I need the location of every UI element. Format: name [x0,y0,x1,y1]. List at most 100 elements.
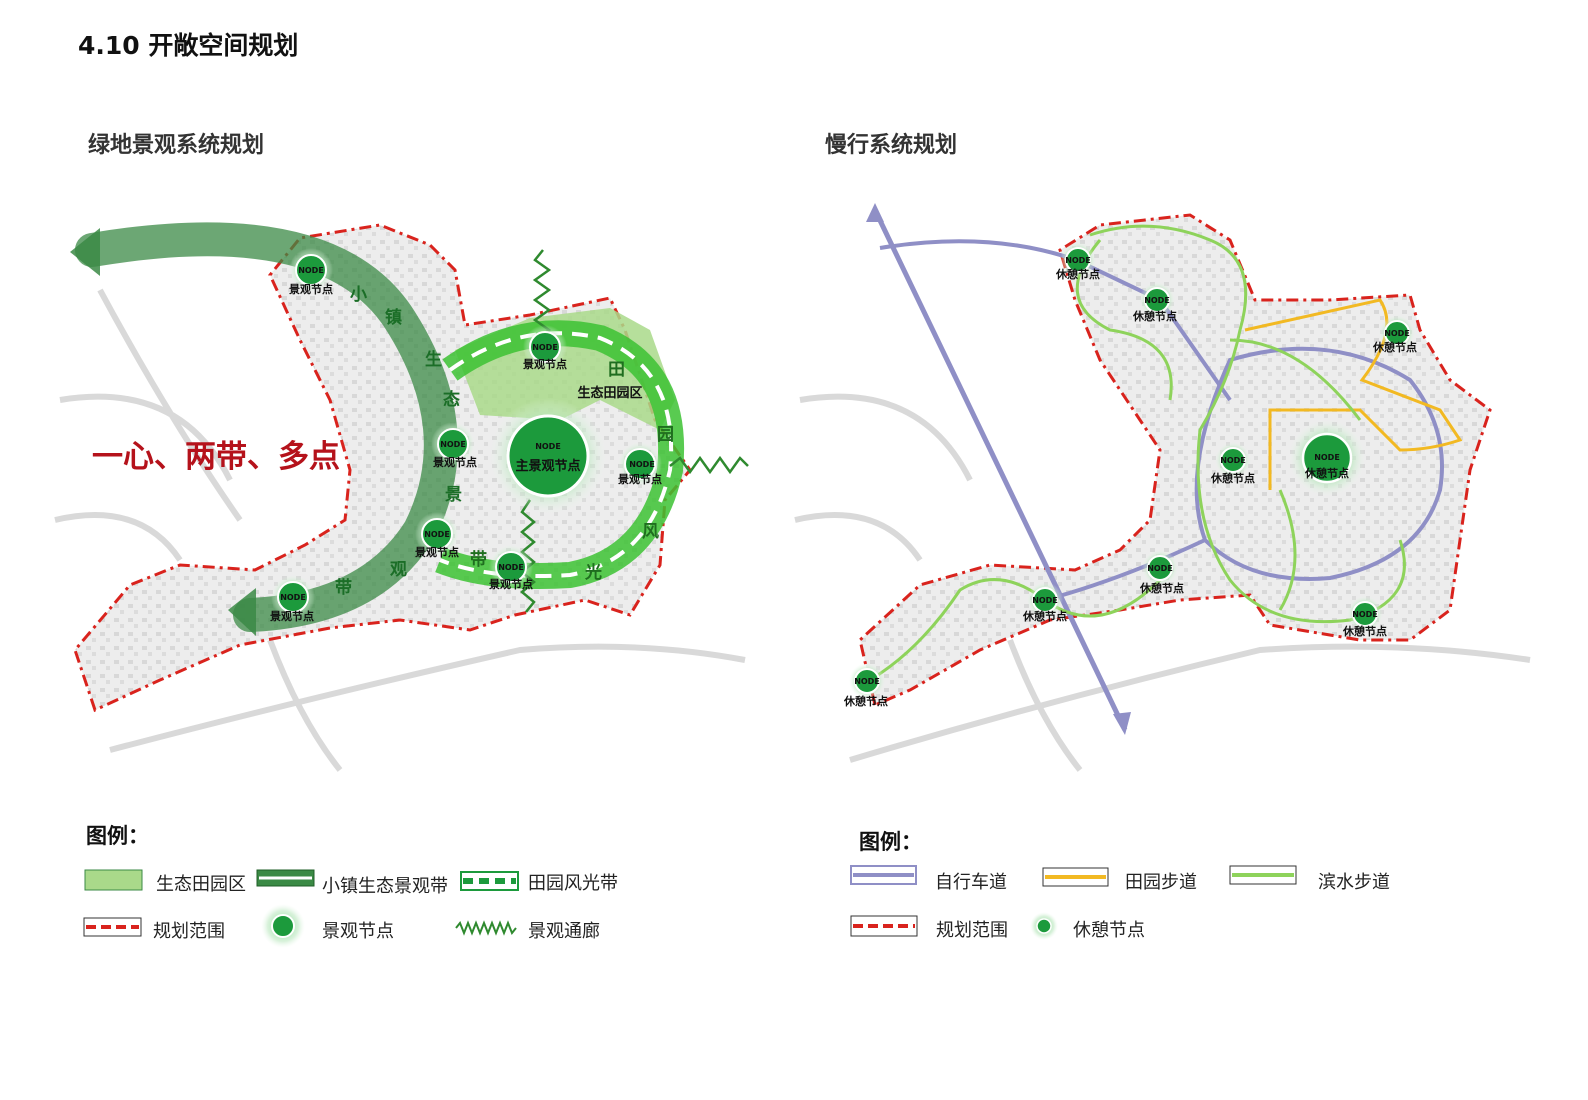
legend-swatch-boundary [83,917,142,937]
main-landscape-node[interactable]: NODE 主景观节点 [490,398,606,514]
belt1-char-6: 带 [335,577,352,598]
right-road-lines [794,393,1531,772]
legend-label-landscape-node: 景观节点 [322,921,394,942]
town-belt-arrow-bottom [228,588,256,636]
legend-label-boundary: 规划范围 [153,921,225,942]
node-text: NODE [1314,453,1340,462]
node-text: NODE [1065,256,1091,265]
node-text: NODE [1144,296,1170,305]
legend-swatch-landscape-node [261,904,305,948]
node-text: NODE [532,343,558,352]
node-label: 休憩节点 [1139,581,1184,595]
landscape-node-7[interactable]: NODE 景观节点 [269,575,315,623]
rest-node-main[interactable]: NODE 休憩节点 [1289,420,1365,496]
right-town-area [858,213,1492,708]
rest-node-1[interactable]: NODE 休憩节点 [1055,242,1100,281]
node-label: 景观节点 [432,455,477,469]
belt1-char-4: 景 [445,485,462,505]
node-text: NODE [1147,564,1173,573]
bike-arrow-top [866,203,884,222]
field-zone-label: 生态田园区 [577,385,642,401]
legend-label-rest-node: 休憩节点 [1073,920,1145,941]
rest-node-7[interactable]: NODE 休憩节点 [1342,596,1387,638]
right-legend-swatches [850,865,1297,940]
node-text: NODE [1220,456,1246,465]
left-road-lines [54,288,746,772]
node-text: NODE [498,563,524,572]
corridor-east [669,455,749,475]
node-label: 景观节点 [269,609,314,623]
belt2-char-4: 带 [470,549,487,570]
node-label: 景观节点 [414,545,459,559]
page-title: 4.10 开敞空间规划 [78,31,299,60]
left-map: NODE 主景观节点 生态田园区 小 镇 生 态 景 观 带 田 园 风 光 带… [54,222,749,772]
landscape-node-6[interactable]: NODE 景观节点 [488,545,533,591]
rest-node-2[interactable]: NODE 休憩节点 [1132,282,1177,323]
landscape-node-4[interactable]: NODE 景观节点 [617,442,662,486]
legend-label-corridor: 景观通廊 [528,921,600,942]
node-label: 休憩节点 [843,694,888,708]
rest-node-3[interactable]: NODE 休憩节点 [1372,315,1417,354]
node-label: 景观节点 [617,472,662,486]
node-text: NODE [854,677,880,686]
bike-lane-west [1044,538,1206,602]
node-text: NODE [424,530,450,539]
landscape-node-5[interactable]: NODE 景观节点 [414,512,459,559]
rest-node-5[interactable]: NODE 休憩节点 [1139,550,1184,595]
left-panel-title: 绿地景观系统规划 [88,133,265,158]
legend-swatch-corridor [455,920,517,936]
landscape-node-3[interactable]: NODE 景观节点 [431,422,477,469]
field-path [1244,298,1463,490]
legend-label-town-belt: 小镇生态景观带 [322,876,448,897]
right-map: NODE 休憩节点 NODE 休憩节点 NODE 休憩节点 NODE 休憩节点 … [794,203,1531,772]
rest-node-4[interactable]: NODE 休憩节点 [1210,442,1255,485]
right-legend-title: 图例： [859,830,922,854]
waterfront-path [869,224,1406,682]
landscape-node-2[interactable]: NODE 景观节点 [522,325,567,371]
belt1-char-0: 小 [350,285,367,305]
belt1-char-5: 观 [389,560,407,580]
landscape-node-1[interactable]: NODE 景观节点 [288,248,333,296]
node-label: 休憩节点 [1304,466,1349,480]
bike-lane-diagonal [872,208,1128,732]
node-text: NODE [298,266,324,275]
node-label: 休憩节点 [1022,609,1067,623]
belt1-char-2: 生 [425,349,442,370]
town-belt [75,222,458,632]
belt1-char-1: 镇 [385,307,402,328]
node-label: 休憩节点 [1132,309,1177,323]
main-node-text: NODE [535,442,561,451]
rest-node-6[interactable]: NODE 休憩节点 [1022,582,1067,623]
node-label: 景观节点 [288,282,333,296]
legend-label-pastoral-belt: 田园风光带 [528,873,618,894]
legend-label-right-boundary: 规划范围 [936,920,1008,941]
node-text: NODE [629,460,655,469]
node-label: 休憩节点 [1210,471,1255,485]
legend-label-field-path: 田园步道 [1125,872,1197,893]
node-label: 景观节点 [522,357,567,371]
rest-node-8[interactable]: NODE 休憩节点 [843,663,888,708]
town-belt-arrow-top [70,228,100,276]
left-legend-swatches [83,869,519,948]
node-text: NODE [1352,610,1378,619]
node-text: NODE [1384,329,1410,338]
node-text: NODE [1032,596,1058,605]
belt2-char-1: 园 [657,425,674,445]
slogan: 一心、两带、多点 [92,439,340,475]
right-panel-title: 慢行系统规划 [825,133,958,158]
legend-swatch-pastoral-belt [460,871,519,891]
node-text: NODE [280,593,306,602]
bike-arrow-bottom [1113,712,1131,735]
legend-swatch-rest-node [1030,912,1058,940]
node-label: 景观节点 [488,577,533,591]
node-label: 休憩节点 [1342,624,1387,638]
node-text: NODE [440,440,466,449]
legend-label-bike-lane: 自行车道 [935,872,1007,893]
legend-label-waterfront-path: 滨水步道 [1318,872,1390,893]
belt2-char-0: 田 [608,360,625,380]
belt1-char-3: 态 [443,389,460,410]
node-label: 休憩节点 [1055,267,1100,281]
main-node-label: 主景观节点 [515,458,580,474]
legend-swatch-field-zone [84,869,143,891]
